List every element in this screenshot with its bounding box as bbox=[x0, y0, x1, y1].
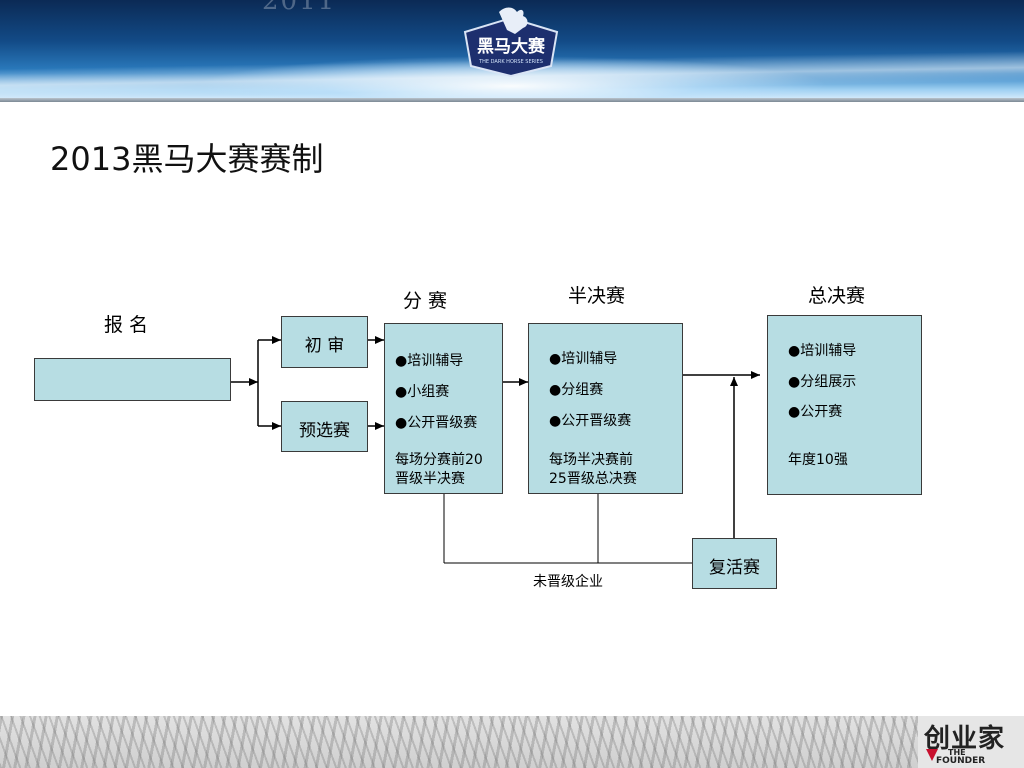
zongjue-item: ●公开赛 bbox=[788, 404, 843, 420]
footer-band bbox=[0, 716, 1024, 768]
header-banner: 2011 黑马大赛 THE DARK HORSE SERIES bbox=[0, 0, 1024, 102]
banjue-item: ●分组赛 bbox=[549, 382, 604, 398]
fuhuo-box: 复活赛 bbox=[692, 538, 777, 589]
zongjue-note: 年度10强 bbox=[788, 452, 848, 468]
founder-logo-en1: THE bbox=[948, 748, 966, 757]
founder-logo-mark-icon bbox=[926, 749, 938, 761]
fensai-note-line2: 晋级半决赛 bbox=[395, 471, 465, 487]
fensai-box: ●培训辅导 ●小组赛 ●公开晋级赛 每场分赛前20 晋级半决赛 bbox=[384, 323, 503, 494]
signup-box bbox=[34, 358, 231, 401]
founder-logo: 创业家 THE FOUNDER bbox=[918, 716, 1024, 768]
not-advanced-label: 未晋级企业 bbox=[533, 574, 603, 590]
banjue-box: ●培训辅导 ●分组赛 ●公开晋级赛 每场半决赛前 25晋级总决赛 bbox=[528, 323, 683, 494]
banjue-header: 半决赛 bbox=[568, 285, 626, 307]
banjue-note-line2: 25晋级总决赛 bbox=[549, 471, 637, 487]
signup-label: 报 名 bbox=[104, 314, 149, 336]
banjue-item: ●培训辅导 bbox=[549, 351, 618, 367]
banjue-note-line1: 每场半决赛前 bbox=[549, 452, 633, 468]
chushen-box: 初 审 bbox=[281, 316, 368, 368]
founder-logo-en2: FOUNDER bbox=[936, 756, 986, 766]
zongjue-item: ●培训辅导 bbox=[788, 343, 857, 359]
logo-subtext: THE DARK HORSE SERIES bbox=[478, 59, 543, 65]
logo-text: 黑马大赛 bbox=[477, 36, 546, 57]
fensai-item: ●小组赛 bbox=[395, 384, 450, 400]
fuhuo-label: 复活赛 bbox=[709, 558, 760, 578]
fensai-header: 分 赛 bbox=[403, 290, 448, 312]
banjue-item: ●公开晋级赛 bbox=[549, 413, 632, 429]
yuxuan-box: 预选赛 bbox=[281, 401, 368, 452]
yuxuan-label: 预选赛 bbox=[299, 421, 350, 441]
banner-divider bbox=[0, 98, 1024, 102]
fensai-note-line1: 每场分赛前20 bbox=[395, 452, 483, 468]
page-title: 2013黑马大赛赛制 bbox=[50, 140, 324, 178]
dark-horse-logo: 黑马大赛 THE DARK HORSE SERIES bbox=[463, 7, 559, 78]
banner-watermark-year: 2011 bbox=[262, 0, 337, 16]
fensai-item: ●培训辅导 bbox=[395, 353, 464, 369]
zongjue-box: ●培训辅导 ●分组展示 ●公开赛 年度10强 bbox=[767, 315, 922, 495]
chushen-label: 初 审 bbox=[304, 336, 345, 356]
fensai-item: ●公开晋级赛 bbox=[395, 415, 478, 431]
zongjue-header: 总决赛 bbox=[808, 285, 866, 307]
zongjue-item: ●分组展示 bbox=[788, 374, 857, 390]
